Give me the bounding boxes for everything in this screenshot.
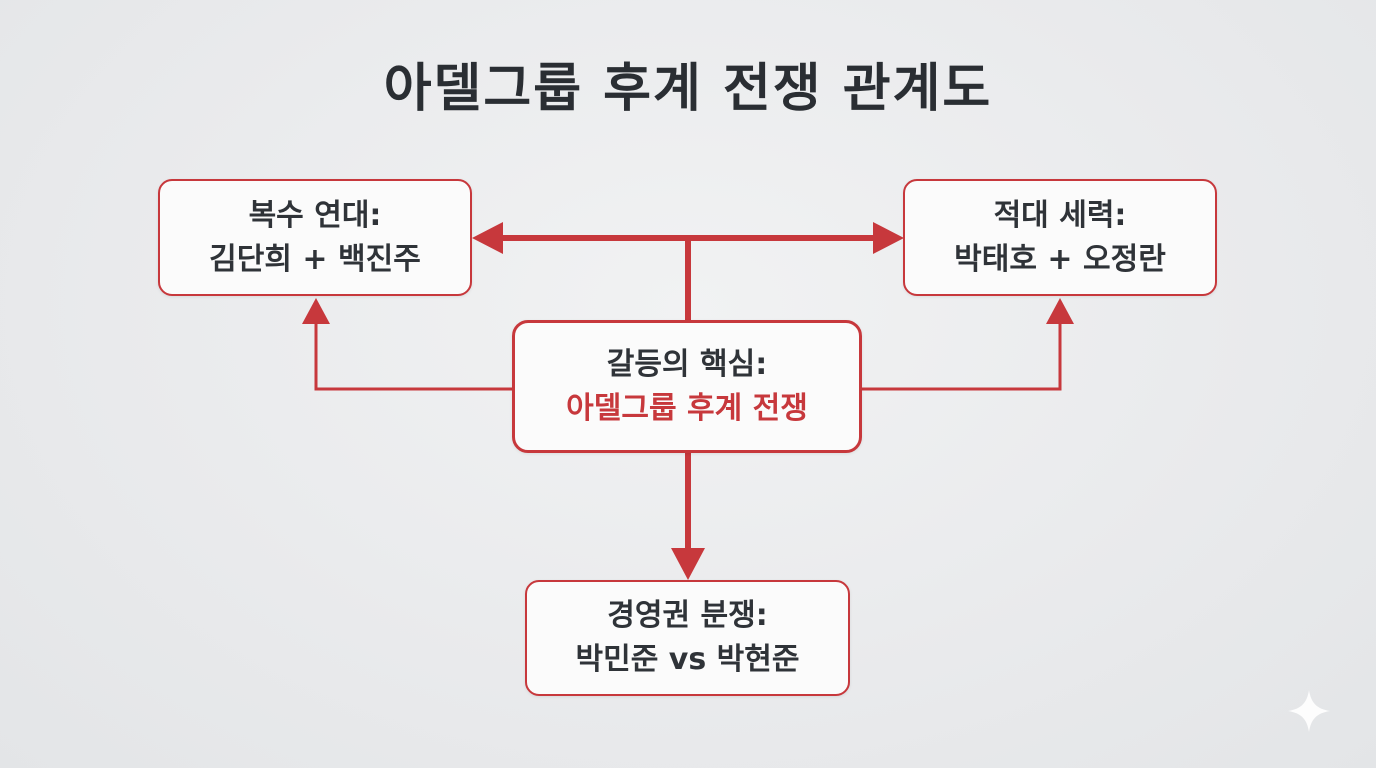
node-revenge-alliance: 복수 연대: 김단희 + 백진주	[158, 179, 472, 296]
node-management-dispute-heading: 경영권 분쟁:	[607, 598, 768, 633]
arrowhead-up-right-icon	[1046, 298, 1074, 324]
arrowhead-down-icon	[671, 548, 705, 580]
arrowhead-left-icon	[472, 222, 503, 254]
node-hostile-faction: 적대 세력: 박태호 + 오정란	[903, 179, 1217, 296]
node-core-conflict: 갈등의 핵심: 아델그룹 후계 전쟁	[512, 320, 862, 453]
node-hostile-faction-heading: 적대 세력:	[993, 197, 1127, 233]
node-management-dispute-members: 박민준 vs 박현준	[575, 642, 800, 677]
arrowhead-right-icon	[873, 222, 904, 254]
node-hostile-faction-members: 박태호 + 오정란	[954, 241, 1166, 277]
page-title: 아델그룹 후계 전쟁 관계도	[383, 59, 993, 119]
arrowhead-up-left-icon	[302, 298, 330, 324]
sparkle-icon	[1288, 690, 1330, 732]
arrow-left-elbow	[314, 322, 512, 391]
node-core-conflict-heading: 갈등의 핵심:	[606, 346, 768, 382]
arrow-right-elbow	[862, 322, 1062, 391]
node-core-conflict-subject: 아델그룹 후계 전쟁	[566, 390, 808, 426]
node-revenge-alliance-heading: 복수 연대:	[248, 197, 382, 233]
node-management-dispute: 경영권 분쟁: 박민준 vs 박현준	[525, 580, 850, 696]
node-revenge-alliance-members: 김단희 + 백진주	[209, 241, 421, 277]
